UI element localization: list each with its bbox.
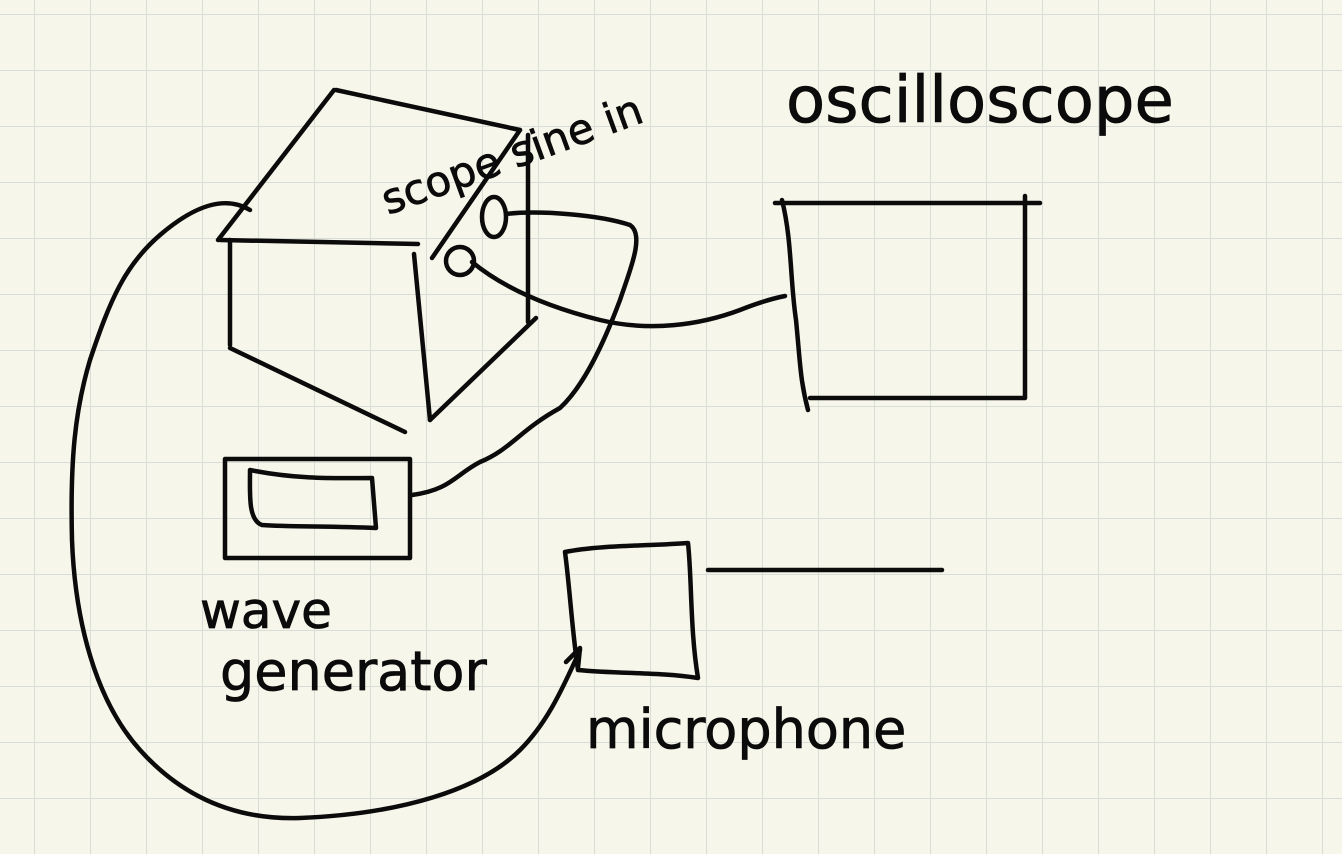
generator-screen [247, 467, 379, 531]
box-front-right-vertical [411, 251, 433, 423]
oscilloscope-left-edge [779, 197, 811, 413]
microphone-body [562, 540, 701, 681]
wire-scope-to-oscilloscope [469, 259, 788, 329]
wire-microphone-to-box [69, 200, 583, 821]
box-bottom-edge [227, 345, 408, 435]
microphone [562, 540, 945, 681]
microphone-label: microphone [586, 698, 906, 761]
box-top-left-edge [215, 87, 337, 243]
speaker-box [215, 87, 539, 435]
oscilloscope-label: oscilloscope [786, 64, 1174, 138]
generator-label: generator [220, 640, 487, 703]
oscilloscope [772, 193, 1043, 413]
box-top-back-edge [333, 87, 523, 133]
box-front-right-edge [429, 127, 523, 261]
oscilloscope-right-bottom-edge [807, 193, 1028, 401]
scope-jack [443, 244, 477, 278]
generator-body [222, 456, 413, 561]
sine-in-jack [479, 194, 509, 240]
wire-sine-in-to-generator [409, 210, 639, 498]
wave-generator [222, 456, 413, 561]
box-front-top-edge [217, 237, 421, 247]
box-side-bottom-edge [427, 315, 539, 423]
wave-label: wave [200, 582, 332, 640]
